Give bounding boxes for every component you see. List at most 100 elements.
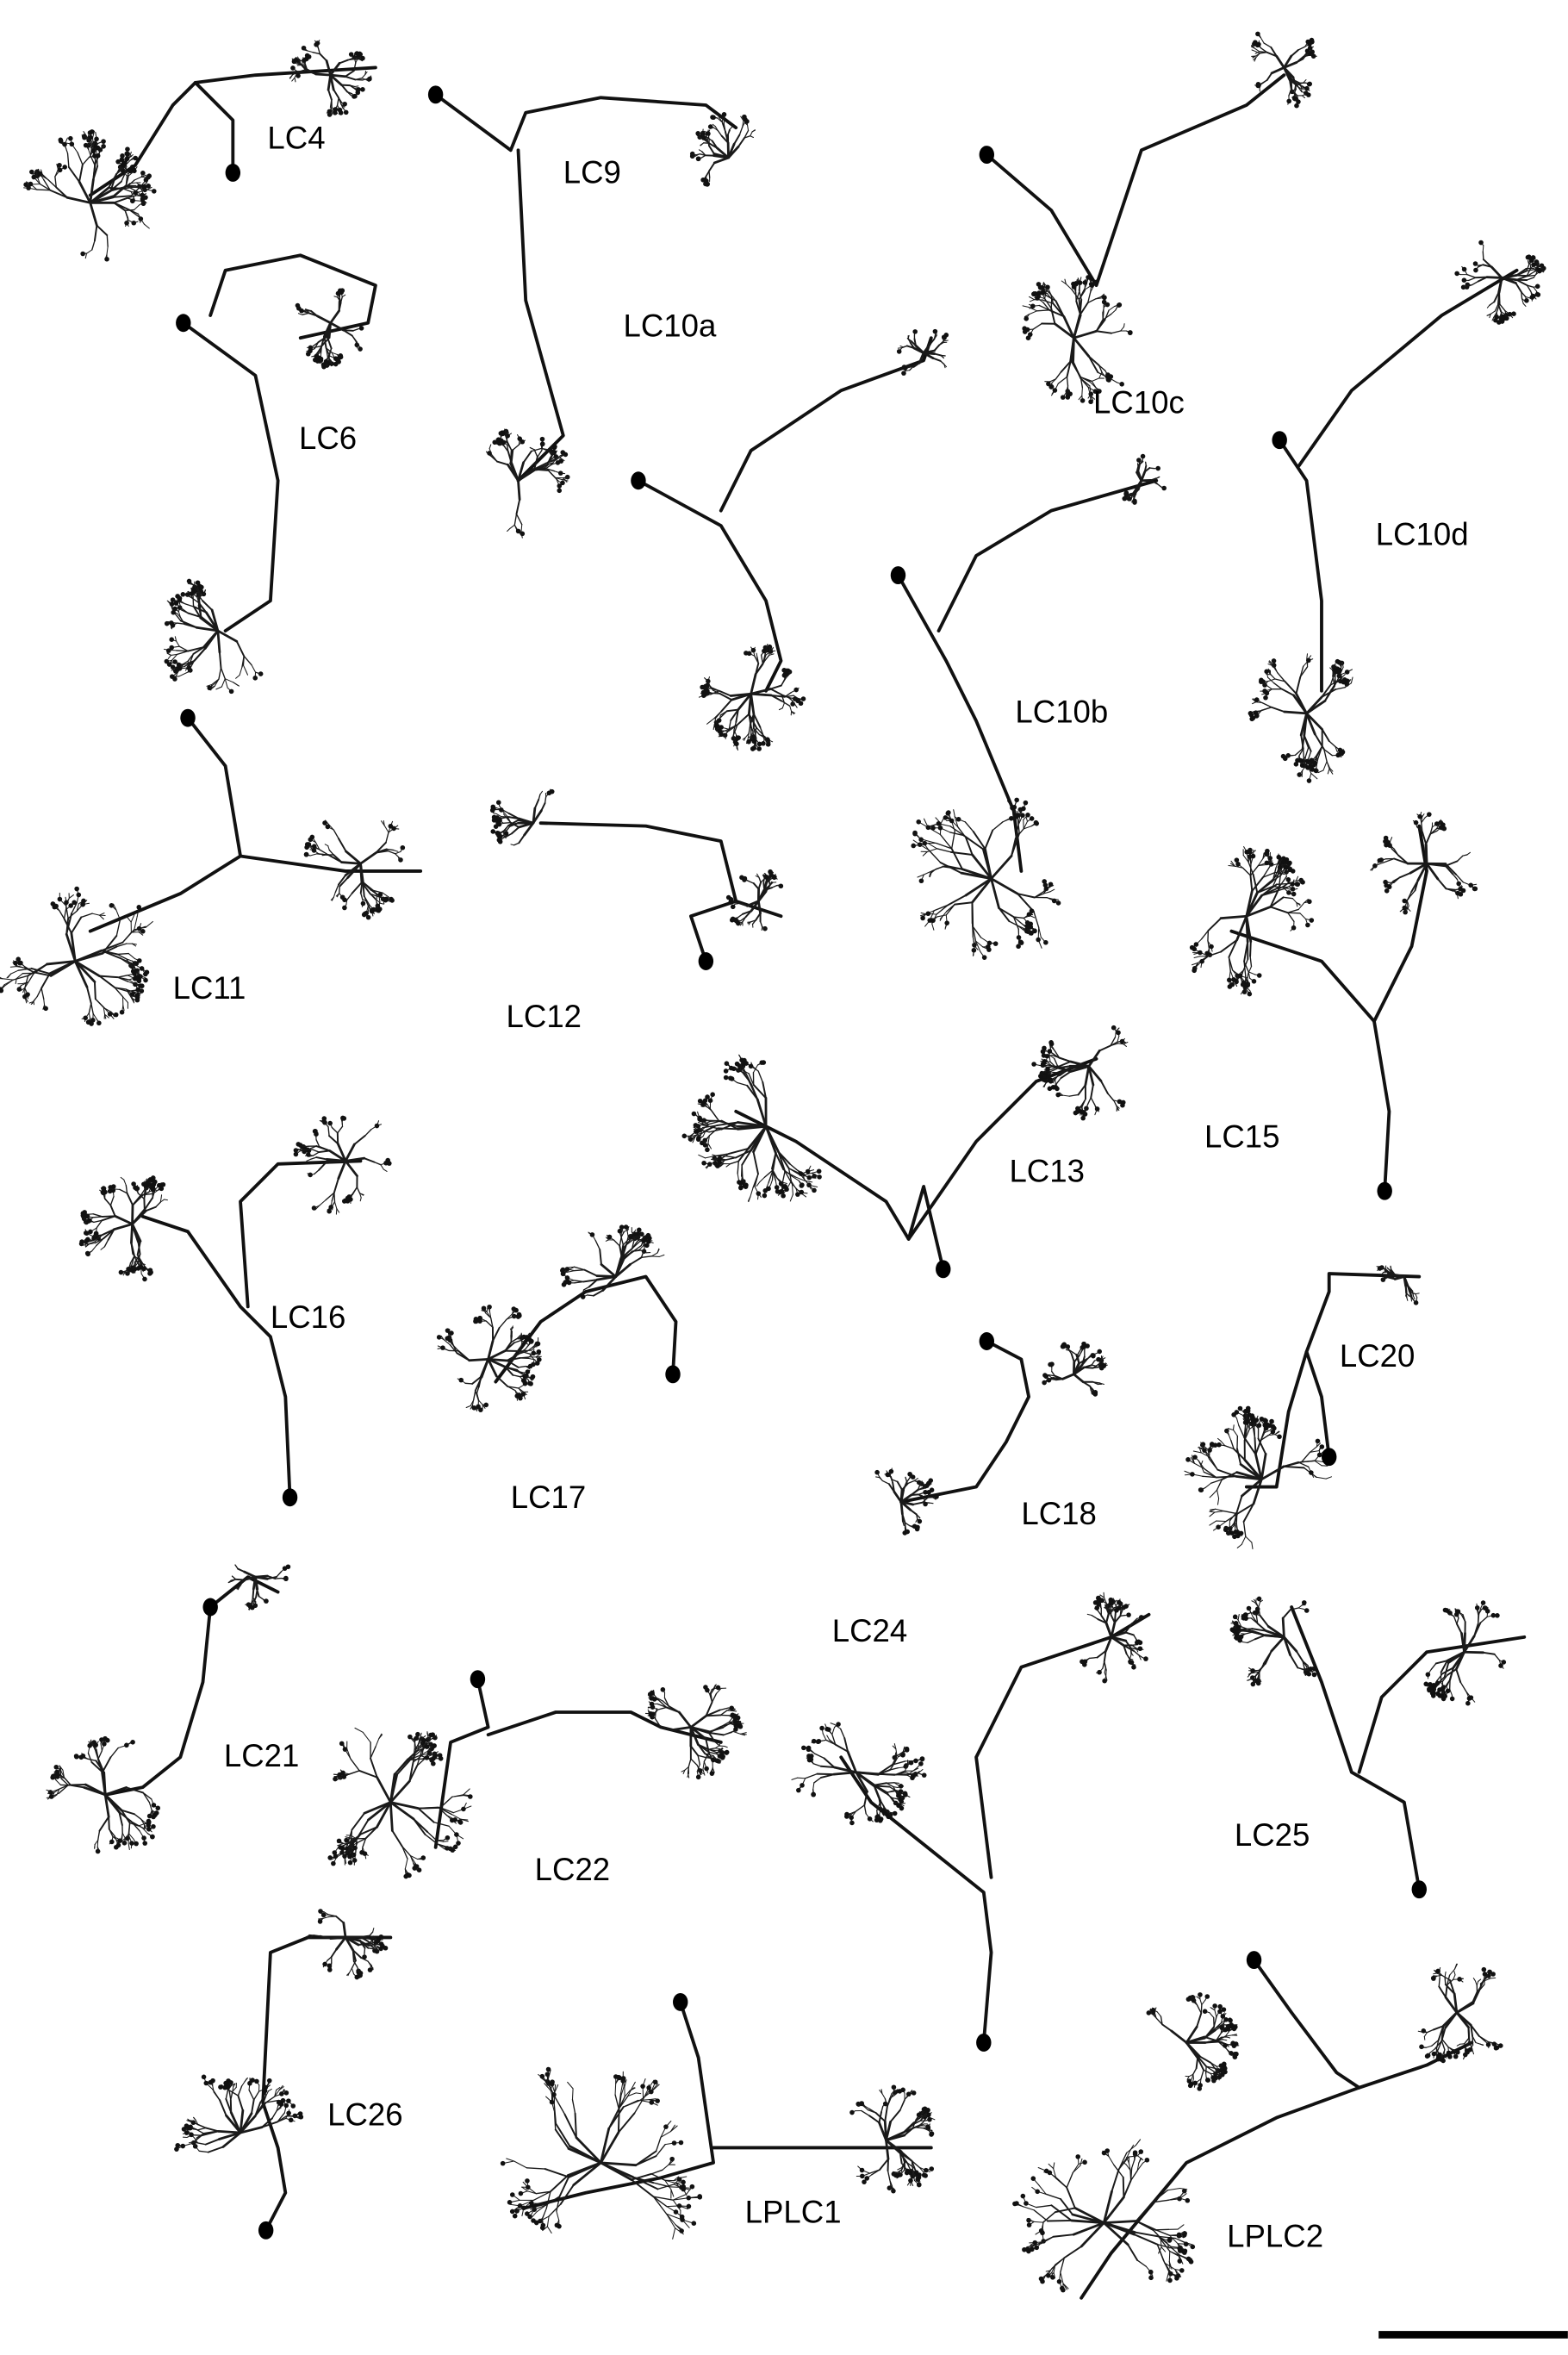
- dendrite-branch: [1148, 467, 1155, 470]
- arbor: [163, 578, 264, 695]
- synaptic-bouton: [717, 1160, 723, 1166]
- synaptic-bouton: [1304, 48, 1310, 53]
- arbor: [1250, 31, 1317, 109]
- dendrite-branch: [1099, 1080, 1109, 1095]
- dendrite-branch: [1299, 666, 1309, 678]
- dendrite-branch: [132, 1194, 142, 1206]
- synaptic-bouton: [131, 220, 137, 226]
- dendrite-branch: [43, 179, 51, 191]
- dendrite-branch: [329, 73, 347, 78]
- synaptic-bouton: [992, 941, 999, 946]
- dendrite-branch: [1482, 245, 1484, 252]
- dendrite-branch: [981, 848, 992, 881]
- dendrite-branch: [940, 354, 945, 359]
- synaptic-bouton: [971, 947, 977, 953]
- dendrite-branch: [309, 309, 319, 317]
- dendrite-branch: [313, 341, 320, 346]
- dendrite-branch: [1011, 832, 1021, 857]
- dendrite-branch: [709, 718, 715, 722]
- dendrite-branch: [1023, 915, 1031, 919]
- dendrite-branch: [383, 825, 389, 833]
- synaptic-bouton: [172, 676, 177, 682]
- dendrite-branch: [1057, 1056, 1072, 1062]
- synaptic-bouton: [1024, 924, 1030, 929]
- synaptic-bouton: [1041, 290, 1046, 295]
- dendrite-branch: [1075, 290, 1080, 302]
- neurite-path: [538, 821, 738, 963]
- dendrite-branch: [1500, 277, 1517, 284]
- dendrite-branch: [177, 599, 180, 603]
- synaptic-bouton: [1461, 277, 1467, 283]
- dendrite-branch: [310, 1156, 317, 1160]
- dendrite-branch: [1087, 298, 1097, 304]
- synaptic-bouton: [124, 156, 130, 162]
- dendrite-branch: [1075, 300, 1082, 316]
- dendrite-branch: [909, 365, 914, 371]
- dendrite-branch: [1073, 336, 1091, 358]
- neuron-lc10c: [979, 31, 1317, 405]
- dendrite-branch: [729, 126, 733, 131]
- dendrite-branch: [91, 913, 100, 916]
- dendrite-branch: [383, 1168, 388, 1172]
- arbor: [896, 328, 949, 376]
- dendrite-branch: [1095, 319, 1106, 333]
- dendrite-branch: [1282, 896, 1294, 900]
- dendrite-branch: [1028, 929, 1035, 932]
- dendrite-branch: [1526, 284, 1534, 288]
- dendrite-branch: [781, 678, 786, 687]
- dendrite-branch: [106, 234, 109, 247]
- synaptic-bouton: [1478, 240, 1484, 246]
- dendrite-branch: [1347, 679, 1350, 684]
- dendrite-branch: [990, 854, 1013, 881]
- synaptic-bouton: [793, 687, 799, 693]
- synaptic-bouton: [736, 920, 741, 926]
- dendrite-branch: [1270, 674, 1276, 680]
- synaptic-bouton: [1051, 898, 1057, 904]
- synaptic-bouton: [296, 1142, 302, 1147]
- dendrite-branch: [344, 70, 355, 78]
- synaptic-bouton: [146, 175, 151, 180]
- dendrite-branch: [510, 449, 514, 464]
- synaptic-bouton: [1031, 291, 1037, 296]
- synaptic-bouton: [1262, 688, 1267, 694]
- dendrite-branch: [1272, 665, 1279, 674]
- synaptic-bouton: [756, 1191, 762, 1196]
- dendrite-branch: [707, 680, 711, 688]
- synaptic-bouton: [1047, 1049, 1053, 1054]
- synaptic-bouton: [1241, 989, 1248, 994]
- dendrite-branch: [163, 648, 170, 651]
- dendrite-branch: [1073, 329, 1098, 340]
- dendrite-branch: [353, 62, 357, 72]
- synaptic-bouton: [134, 1186, 140, 1192]
- dendrite-branch: [938, 340, 944, 346]
- dendrite-branch: [361, 78, 367, 81]
- dendrite-branch: [92, 1213, 103, 1218]
- synaptic-bouton: [151, 189, 157, 194]
- dendrite-branch: [338, 97, 342, 106]
- synaptic-bouton: [557, 470, 563, 476]
- dendrite-branch: [736, 1081, 748, 1087]
- dendrite-branch: [735, 734, 737, 739]
- synaptic-bouton: [762, 1193, 768, 1199]
- synaptic-bouton: [1539, 263, 1545, 269]
- dendrite-branch: [1120, 326, 1125, 332]
- dendrite-branch: [1292, 694, 1308, 715]
- dendrite-branch: [1050, 307, 1056, 325]
- dendrite-branch: [947, 894, 968, 906]
- synaptic-bouton: [1291, 925, 1297, 931]
- dendrite-branch: [756, 652, 758, 658]
- dendrite-branch: [182, 660, 189, 665]
- synaptic-bouton: [125, 151, 131, 157]
- synaptic-bouton: [937, 825, 943, 831]
- synaptic-bouton: [1209, 944, 1214, 950]
- synaptic-bouton: [949, 818, 955, 824]
- synaptic-bouton: [1294, 882, 1300, 887]
- dendrite-branch: [1017, 893, 1036, 899]
- dendrite-branch: [356, 341, 360, 346]
- dendrite-branch: [547, 470, 557, 479]
- dendrite-branch: [59, 910, 65, 919]
- synaptic-bouton: [1254, 42, 1260, 48]
- dendrite-branch: [327, 1126, 330, 1137]
- dendrite-branch: [781, 700, 791, 707]
- dendrite-branch: [507, 444, 509, 452]
